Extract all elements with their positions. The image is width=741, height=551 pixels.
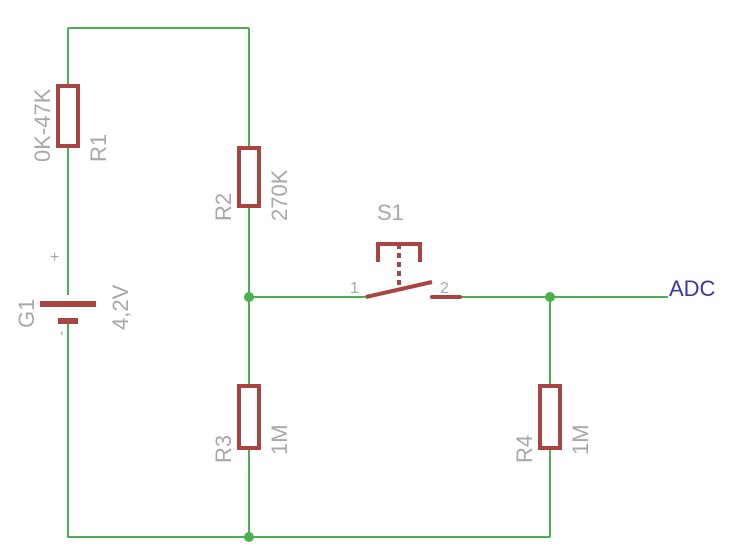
junction-r2-r3 [244, 292, 254, 302]
r2-name-label: R2 [211, 193, 236, 221]
g1-minus-label: - [53, 331, 70, 336]
junctions [244, 292, 555, 542]
junction-bottom [244, 532, 254, 542]
resistor-r2: R2 270K [211, 146, 292, 221]
wire-left-bottom [67, 322, 550, 538]
battery-positive-plate [40, 301, 96, 307]
battery-g1: + - G1 4,2V [14, 249, 133, 336]
s1-pin1-label: 1 [350, 280, 359, 297]
r4-value-label: 1M [568, 424, 593, 455]
s1-name-label: S1 [377, 200, 404, 225]
wires [67, 27, 668, 538]
g1-plus-label: + [50, 249, 59, 266]
battery-negative-plate [58, 318, 78, 324]
resistor-r3: R3 1M [211, 384, 292, 463]
s1-pin2-label: 2 [440, 280, 449, 297]
resistor-r4: R4 1M [512, 384, 593, 463]
g1-name-label: G1 [14, 299, 39, 328]
resistor-r1: 0K-47K R1 [30, 84, 111, 162]
junction-r4-adc [545, 292, 555, 302]
r1-name-label: R1 [86, 134, 111, 162]
r1-value-label: 0K-47K [30, 88, 55, 162]
r3-name-label: R3 [211, 435, 236, 463]
switch-left-contact [365, 280, 433, 299]
g1-value-label: 4,2V [108, 284, 133, 330]
adc-net-label: ADC [669, 276, 716, 301]
switch-s1: S1 1 2 [350, 200, 462, 299]
r4-name-label: R4 [512, 435, 537, 463]
r3-value-label: 1M [267, 424, 292, 455]
r2-value-label: 270K [267, 169, 292, 221]
